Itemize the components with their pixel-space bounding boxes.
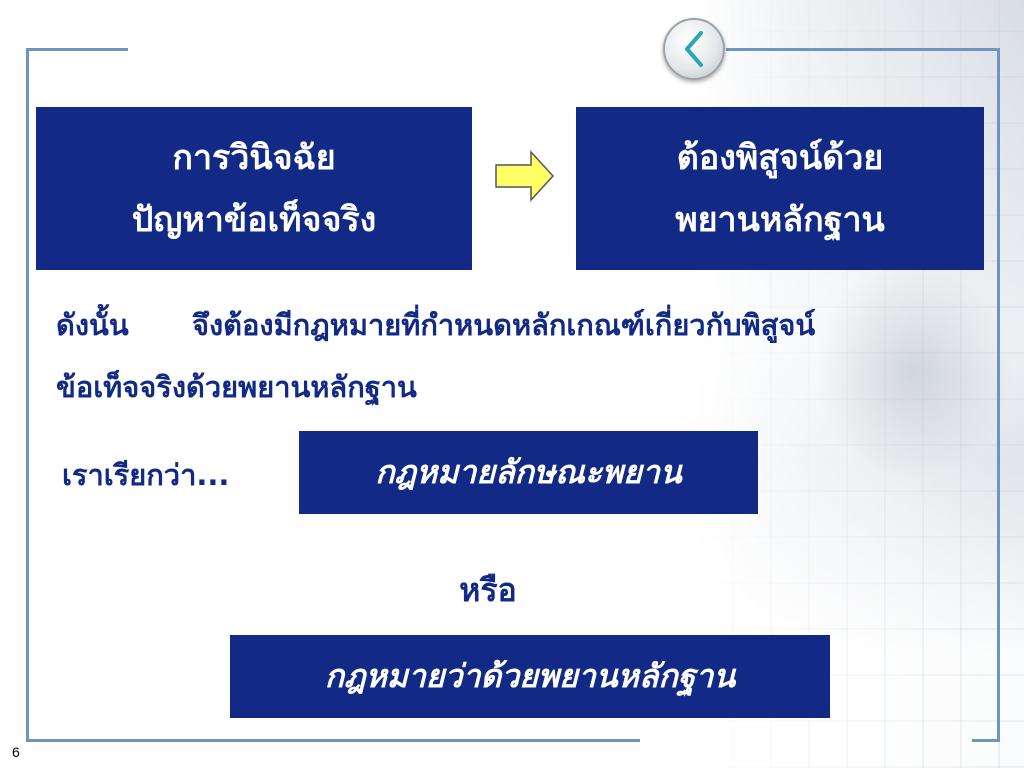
paragraph-line1: จึงต้องมีกฎหมายที่กำหนดหลักเกณฑ์เกี่ยวกั…	[192, 308, 816, 342]
law-of-evidence-text: กฎหมายลักษณะพยาน	[375, 453, 682, 491]
frame-line-bottom-right	[972, 739, 1000, 742]
paragraph-line2: ข้อเท็จจริงด้วยพยานหลักฐาน	[56, 370, 417, 404]
evidence-law-box: กฎหมายว่าด้วยพยานหลักฐาน	[230, 635, 830, 718]
evidence-box: ต้องพิสูจน์ด้วย พยานหลักฐาน	[576, 107, 984, 270]
back-button[interactable]	[663, 18, 725, 80]
evidence-box-line2: พยานหลักฐาน	[675, 199, 885, 240]
chevron-left-icon	[685, 31, 703, 67]
problem-box: การวินิจฉัย ปัญหาข้อเท็จจริง	[36, 107, 472, 270]
we-call-label: เราเรียกว่า...	[62, 458, 230, 492]
slide-number: 6	[12, 744, 20, 760]
frame-line-right	[997, 48, 1000, 742]
frame-line-top-right	[726, 48, 1000, 51]
law-of-evidence-box: กฎหมายลักษณะพยาน	[299, 431, 758, 514]
or-label: หรือ	[0, 565, 1000, 616]
paragraph-lead: ดังนั้น	[56, 308, 129, 342]
arrow-right-icon	[495, 150, 555, 202]
frame-line-bottom-left	[26, 739, 640, 742]
evidence-box-line1: ต้องพิสูจน์ด้วย	[676, 137, 884, 178]
or-text: หรือ	[459, 571, 517, 609]
frame-line-top-left	[26, 48, 128, 51]
frame-line-left	[26, 48, 29, 742]
problem-box-line1: การวินิจฉัย	[172, 137, 336, 178]
problem-box-line2: ปัญหาข้อเท็จจริง	[131, 199, 377, 240]
evidence-law-text: กฎหมายว่าด้วยพยานหลักฐาน	[324, 657, 736, 695]
